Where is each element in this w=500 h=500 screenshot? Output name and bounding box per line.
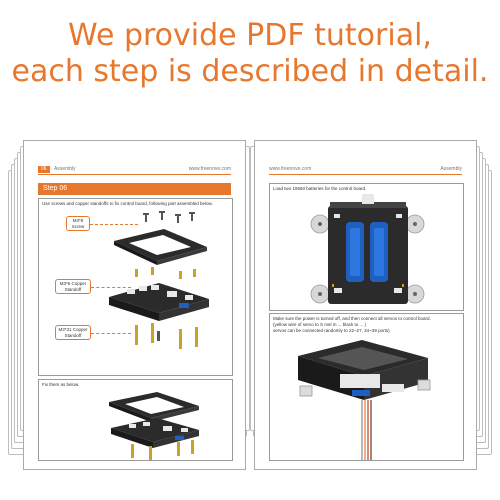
battery-board-illustration	[310, 194, 425, 304]
fix-panel: Fix them as below.	[38, 379, 233, 461]
callout-standoff-top: M3*6 Copper Standoff	[55, 279, 91, 294]
callout-screw: M3*8 Screw	[66, 216, 90, 231]
power-text-1: Make sure the power is turned off, and t…	[273, 316, 431, 321]
step-title-bar: Step 06	[38, 183, 231, 195]
callout-line	[91, 333, 131, 334]
servo-assembly-illustration	[298, 340, 431, 460]
battery-panel: Load two 18650 batteries for the control…	[269, 183, 464, 311]
callout-line	[91, 287, 131, 288]
servo-panel: Make sure the power is turned off, and t…	[269, 313, 464, 461]
left-page: 06 Assembly www.freenove.com Step 06 Use…	[23, 140, 246, 470]
battery-text: Load two 18650 batteries for the control…	[273, 186, 367, 191]
page-number: 06	[38, 166, 50, 173]
header-site: www.freenove.com	[269, 166, 312, 172]
power-text-2: (yellow wire of servo to S mel m ... bla…	[273, 322, 367, 327]
instruction-text: Use screws and copper standoffs to fix c…	[42, 201, 213, 206]
header-title: Assembly	[440, 166, 462, 172]
header-title: Assembly	[54, 166, 76, 172]
left-page-header: 06 Assembly www.freenove.com	[38, 165, 231, 175]
headline-line-2: each step is described in detail.	[11, 54, 489, 89]
callout-standoff-bottom: M3*31 Copper Standoff	[55, 325, 91, 340]
power-text-3: servos can be connected randomly to 22~2…	[273, 328, 390, 333]
header-site: www.freenove.com	[188, 166, 231, 172]
right-page: www.freenove.com Assembly Load two 18650…	[254, 140, 477, 470]
right-page-header: www.freenove.com Assembly	[269, 165, 462, 175]
assembled-board-illustration	[109, 392, 199, 460]
fix-text: Fix them as below.	[42, 382, 80, 387]
headline: We provide PDF tutorial, each step is de…	[0, 18, 500, 90]
callout-line	[90, 224, 138, 225]
assembly-panel: Use screws and copper standoffs to fix c…	[38, 198, 233, 376]
exploded-assembly-illustration	[109, 211, 209, 349]
headline-line-1: We provide PDF tutorial,	[68, 18, 432, 53]
